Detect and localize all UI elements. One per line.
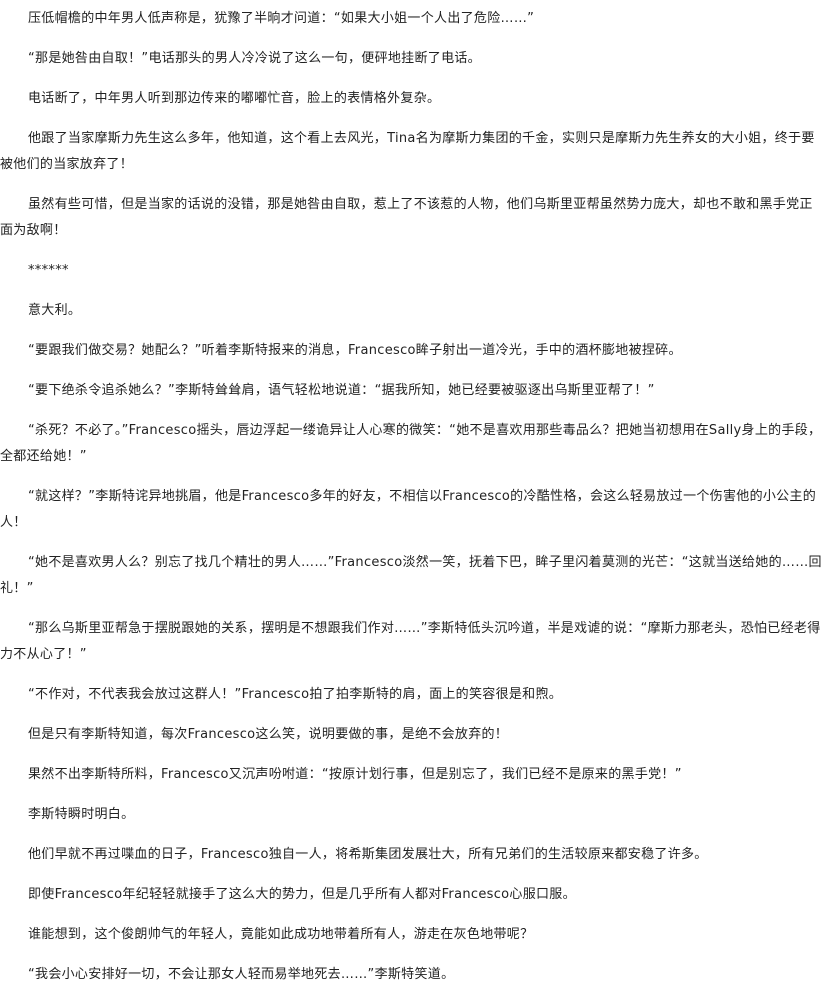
paragraph: 李斯特瞬时明白。 [28, 807, 135, 822]
paragraph: 虽然有些可惜，但是当家的话说的没错，那是她咎由自取，惹上了不该惹的人物，他们乌斯… [0, 197, 813, 238]
paragraph: “我会小心安排好一切，不会让那女人轻而易举地死去……”李斯特笑道。 [28, 967, 455, 982]
section-separator: ****** [28, 263, 69, 278]
paragraph: 但是只有李斯特知道，每次Francesco这么笑，说明要做的事，是绝不会放弃的！ [28, 727, 509, 742]
paragraph: 他们早就不再过喋血的日子，Francesco独自一人，将希斯集团发展壮大，所有兄… [28, 847, 708, 862]
paragraph: “杀死？不必了。”Francesco摇头，唇边浮起一缕诡异让人心寒的微笑：“她不… [0, 423, 822, 464]
paragraph: “那么乌斯里亚帮急于摆脱跟她的关系，摆明是不想跟我们作对……”李斯特低头沉吟道，… [0, 621, 821, 662]
paragraph: “要跟我们做交易？她配么？”听着李斯特报来的消息，Francesco眸子射出一道… [28, 343, 682, 358]
paragraph: 他跟了当家摩斯力先生这么多年，他知道，这个看上去风光，Tina名为摩斯力集团的千… [0, 131, 815, 172]
paragraph: “要下绝杀令追杀她么？”李斯特耸耸肩，语气轻松地说道：“据我所知，她已经要被驱逐… [28, 383, 655, 398]
paragraph: 电话断了，中年男人听到那边传来的嘟嘟忙音，脸上的表情格外复杂。 [28, 91, 441, 106]
paragraph: 果然不出李斯特所料，Francesco又沉声吩咐道：“按原计划行事，但是别忘了，… [28, 767, 682, 782]
paragraph: “就这样？”李斯特诧异地挑眉，他是Francesco多年的好友，不相信以Fran… [0, 489, 817, 530]
paragraph: 即使Francesco年纪轻轻就接手了这么大的势力，但是几乎所有人都对Franc… [28, 887, 576, 902]
paragraph: 谁能想到，这个俊朗帅气的年轻人，竟能如此成功地带着所有人，游走在灰色地带呢？ [28, 927, 534, 942]
paragraph: “她不是喜欢男人么？别忘了找几个精壮的男人……”Francesco淡然一笑，抚着… [0, 555, 822, 596]
paragraph: “那是她咎由自取！”电话那头的男人冷冷说了这么一句，便砰地挂断了电话。 [28, 51, 481, 66]
paragraph: 意大利。 [28, 303, 82, 318]
paragraph: 压低帽檐的中年男人低声称是，犹豫了半晌才问道：“如果大小姐一个人出了危险……” [28, 11, 535, 26]
paragraph: “不作对，不代表我会放过这群人！”Francesco拍了拍李斯特的肩，面上的笑容… [28, 687, 563, 702]
